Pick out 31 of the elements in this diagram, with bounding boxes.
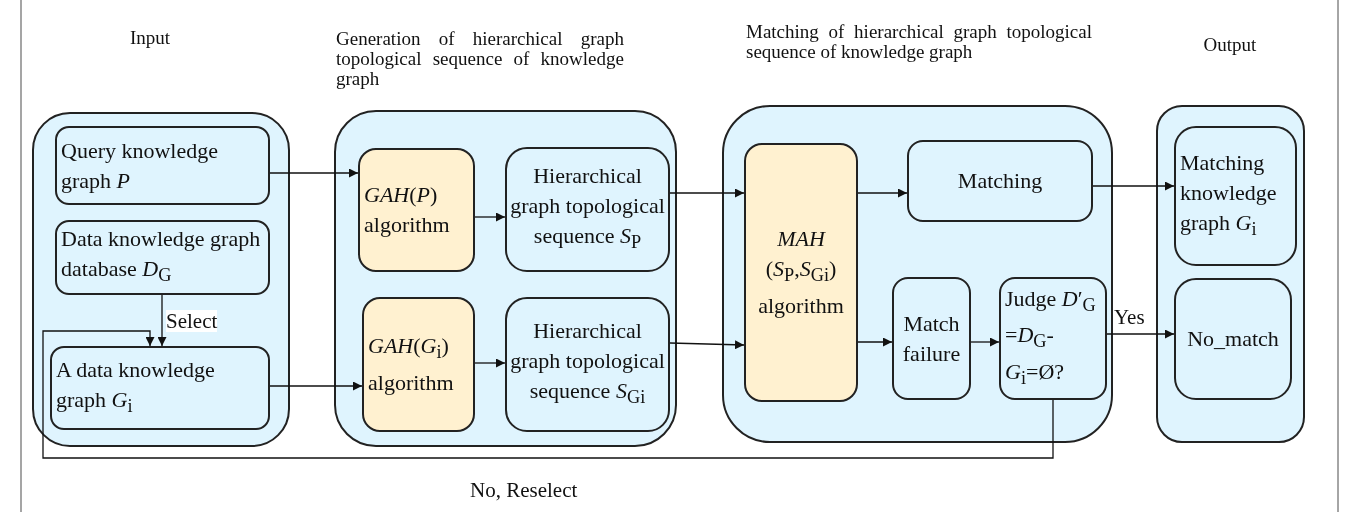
process-box <box>50 346 270 430</box>
process-box <box>1174 278 1292 400</box>
process-box <box>55 126 270 205</box>
node-text: GAH(G$_{i}$) algorithm <box>368 332 455 397</box>
edge-label: Select <box>166 310 218 332</box>
node-text: A data knowledge graph G$_{i}$ <box>56 355 216 419</box>
node-text: Judge D′$_{G}$ =D$_{G}$-G$_{i}$=Ø? <box>1005 284 1097 391</box>
process-box <box>1174 126 1297 266</box>
process-box <box>907 140 1093 222</box>
algorithm-box <box>358 148 475 272</box>
panel-heading: Input <box>128 28 172 48</box>
panel-heading: Generation of hierarchical graph topological sequence of knowledge graph <box>336 29 624 89</box>
panel-heading: Matching of hierarchical graph topological sequence of knowledge graph <box>746 22 1092 62</box>
process-box <box>505 147 670 272</box>
node-text: Match failure <box>901 309 962 368</box>
node-text: No_match <box>1187 325 1279 353</box>
node-text: Query knowledge graph P <box>61 136 219 195</box>
node-text: Data knowledge graph database D$_{G}$ <box>61 225 262 288</box>
process-box <box>55 220 270 295</box>
node-text: Matching <box>957 167 1043 195</box>
node-text: GAH(P) algorithm <box>364 181 451 239</box>
algorithm-box <box>744 143 858 402</box>
node-text: Matching knowledge graph G$_{i}$ <box>1180 148 1278 242</box>
process-box <box>505 297 670 432</box>
node-text: MAH (S$_{P}$,S$_{Gi}$) algorithm <box>757 225 845 320</box>
panel-heading: Output <box>1202 35 1258 55</box>
process-box <box>999 277 1107 400</box>
algorithm-box <box>362 297 475 432</box>
node-text: Hierarchical graph topological sequence S$_{Gi}$ <box>509 317 666 410</box>
process-box <box>892 277 971 400</box>
node-text: Hierarchical graph topological sequence S$_{P}$ <box>509 162 666 255</box>
